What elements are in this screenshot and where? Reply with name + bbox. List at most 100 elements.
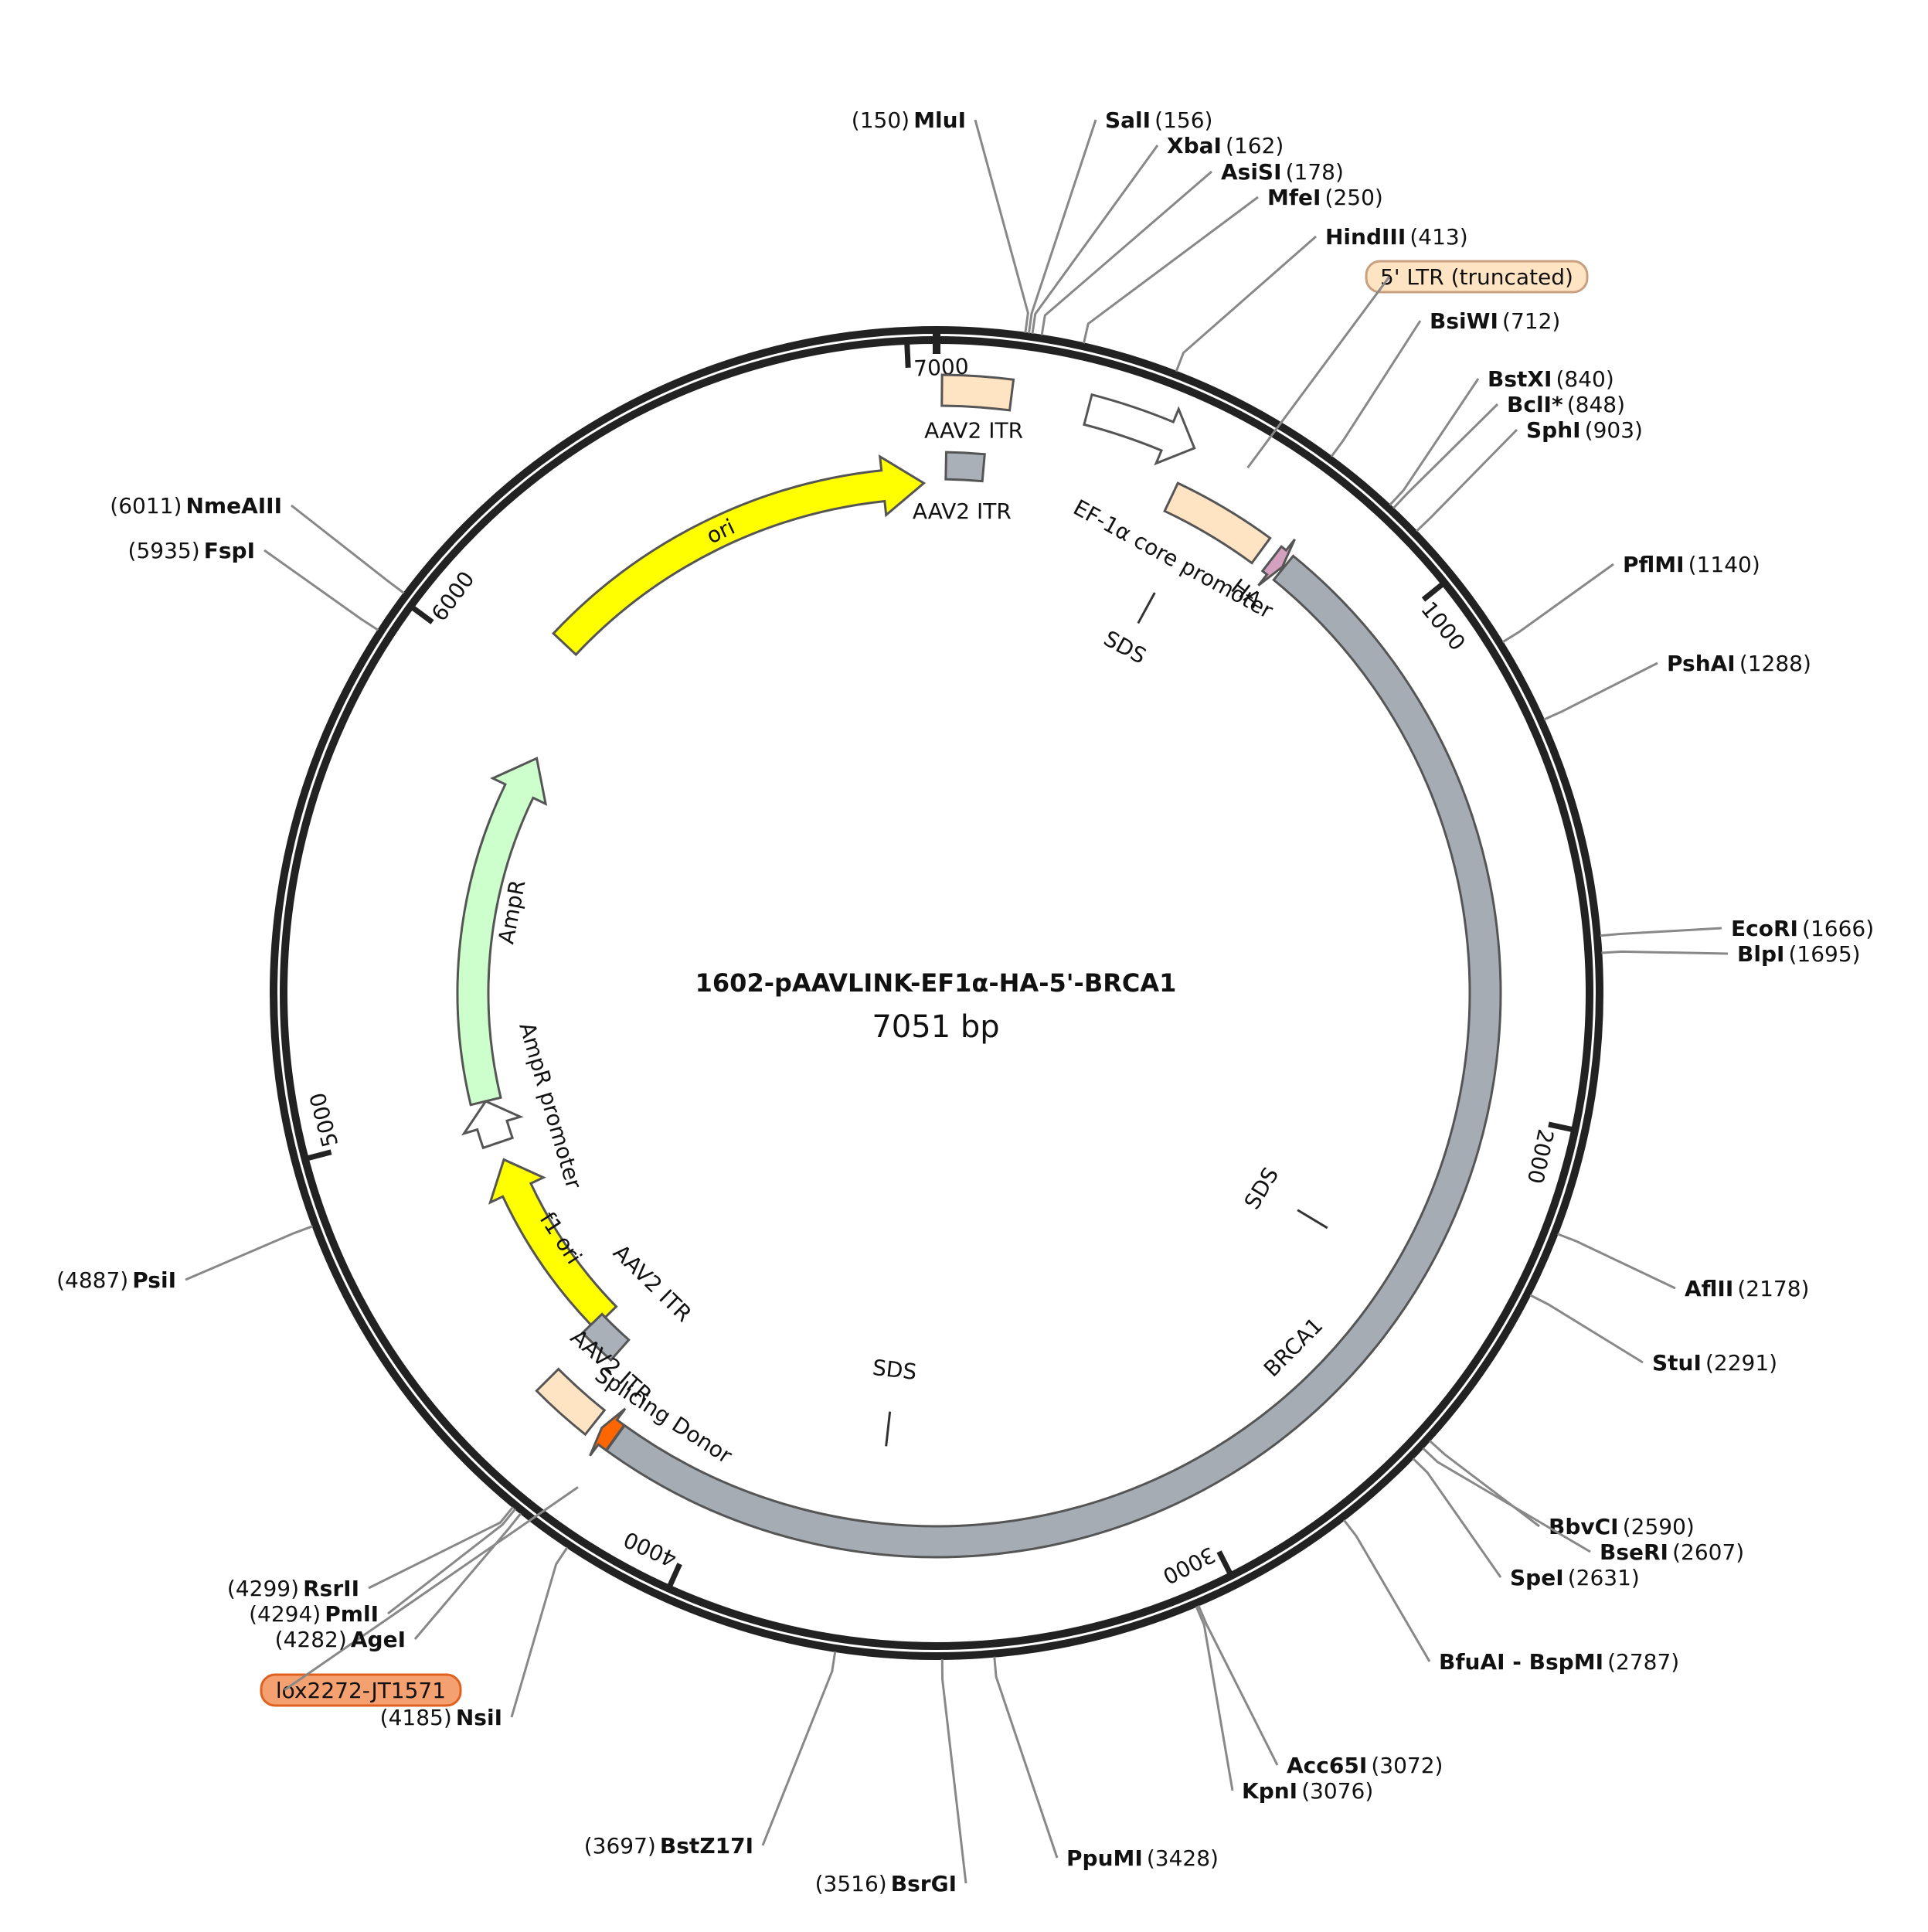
site-name: SpeI (1510, 1565, 1564, 1590)
site-label-pmli: (4294) PmlI (249, 1601, 379, 1627)
site-name: BsiWI (1430, 308, 1498, 334)
site-position: (2590) (1623, 1514, 1695, 1539)
site-position: (2178) (1737, 1276, 1809, 1301)
sds-label: SDS (1239, 1163, 1284, 1214)
site-position: (5935) (128, 538, 200, 563)
backbone-ring (270, 326, 1603, 1660)
site-leader-spei (1412, 1458, 1502, 1578)
site-label-rsrii: (4299) RsrII (227, 1576, 359, 1601)
tick-mark-4000 (666, 1563, 682, 1590)
site-label-xbai: XbaI (162) (1167, 133, 1284, 158)
site-label-kpni: KpnI (3076) (1242, 1778, 1373, 1804)
site-leader-bsiwi (1330, 320, 1422, 457)
site-name: BbvCI (1549, 1514, 1619, 1539)
site-name: PshAI (1667, 651, 1736, 676)
site-leader-sphi (1416, 428, 1518, 532)
site-leader-pmli (387, 1508, 516, 1615)
site-label-bsiwi: BsiWI (712) (1430, 308, 1560, 334)
feature-ampr (456, 757, 548, 1107)
site-position: (4887) (56, 1267, 128, 1293)
feature-label-aav2-itr-gray-bottom: AAV2 ITR (608, 1240, 697, 1327)
site-label-psii: (4887) PsiI (56, 1267, 176, 1293)
site-label-spei: SpeI (2631) (1510, 1565, 1640, 1590)
site-position: (4294) (249, 1601, 321, 1627)
site-position: (3072) (1371, 1753, 1443, 1778)
site-leader-ppumi (993, 1656, 1059, 1859)
site-label-ecori: EcoRI (1666) (1731, 916, 1874, 941)
site-leader-mlui (974, 119, 1029, 333)
tag-pill-1 (260, 1673, 462, 1707)
site-position: (712) (1502, 308, 1560, 334)
site-position: (903) (1585, 417, 1643, 443)
sds-marker (1297, 1209, 1328, 1230)
feature-ha (1257, 538, 1296, 587)
site-label-stui: StuI (2291) (1652, 1350, 1777, 1376)
site-name: PpuMI (1066, 1845, 1143, 1871)
site-leader-acc65i (1197, 1604, 1279, 1766)
feature-ampr-promoter (461, 1100, 524, 1150)
site-label-ppumi: PpuMI (3428) (1066, 1845, 1219, 1871)
site-leader-kpni (1195, 1606, 1234, 1791)
site-name: NsiI (456, 1705, 502, 1730)
site-name: SphI (1526, 417, 1581, 443)
site-position: (3697) (584, 1833, 656, 1859)
site-position: (1666) (1802, 916, 1874, 941)
site-position: (840) (1556, 366, 1614, 392)
site-leader-fspi (264, 549, 379, 631)
site-label-nsii: (4185) NsiI (380, 1705, 502, 1730)
site-leader-nsii (510, 1546, 569, 1718)
site-label-bcli-: BclI* (848) (1507, 392, 1625, 417)
feature-f1-ori (488, 1158, 618, 1330)
site-position: (162) (1226, 133, 1284, 158)
site-position: (150) (852, 107, 910, 133)
tag-label-1: lox2272-JT1571 (276, 1678, 446, 1703)
site-position: (413) (1409, 224, 1467, 250)
site-name: RsrII (303, 1576, 359, 1601)
site-label-bstxi: BstXI (840) (1488, 366, 1614, 392)
site-position: (2631) (1568, 1565, 1640, 1590)
site-leader-asisi (1040, 170, 1212, 336)
site-name: AgeI (351, 1627, 406, 1652)
site-leader-bsrgi (940, 1658, 967, 1884)
site-leader-pshai (1543, 662, 1658, 721)
site-position: (156) (1154, 107, 1212, 133)
site-position: (2291) (1705, 1350, 1777, 1376)
site-label-nmeaiii: (6011) NmeAIII (110, 493, 282, 519)
site-name: BlpI (1737, 941, 1784, 967)
site-position: (848) (1567, 392, 1625, 417)
site-position: (2787) (1607, 1649, 1679, 1675)
plasmid-length: 7051 bp (872, 1009, 999, 1045)
site-name: BfuAI - BspMI (1439, 1649, 1603, 1675)
site-name: HindIII (1325, 224, 1406, 250)
site-leader-psii (185, 1225, 314, 1281)
site-name: AflII (1685, 1276, 1733, 1301)
feature-splicing-donor (589, 1407, 627, 1457)
site-label-bstz17i: (3697) BstZ17I (584, 1833, 753, 1859)
sds-marker (1137, 592, 1156, 624)
site-leader-nmeaiii (291, 504, 405, 594)
site-position: (2607) (1672, 1539, 1744, 1565)
site-leader-sali (1027, 119, 1097, 334)
site-leader-xbai (1031, 145, 1159, 335)
site-label-acc65i: Acc65I (3072) (1287, 1753, 1443, 1778)
feature-aav2-itr-top (940, 373, 1015, 412)
site-label-asisi: AsiSI (178) (1221, 159, 1344, 185)
tag-leader-0 (1246, 276, 1391, 469)
site-name: BsrGI (891, 1871, 957, 1896)
feature-ef1a-core-promoter (1083, 393, 1196, 466)
site-label-agei: (4282) AgeI (275, 1627, 406, 1652)
site-label-mlui: (150) MluI (852, 107, 966, 133)
tag-pill-0 (1365, 260, 1589, 294)
tick-mark-7000 (904, 340, 911, 368)
tick-mark-6000 (409, 604, 434, 624)
site-label-sali: SalI (156) (1105, 107, 1212, 133)
site-label-pflmi: PflMI (1140) (1623, 552, 1760, 577)
site-label-fspi: (5935) FspI (128, 538, 255, 563)
site-label-bseri: BseRI (2607) (1600, 1539, 1744, 1565)
site-leader-bstz17i (761, 1651, 837, 1846)
site-position: (1140) (1688, 552, 1760, 577)
site-label-aflii: AflII (2178) (1685, 1276, 1809, 1301)
site-name: EcoRI (1731, 916, 1798, 941)
